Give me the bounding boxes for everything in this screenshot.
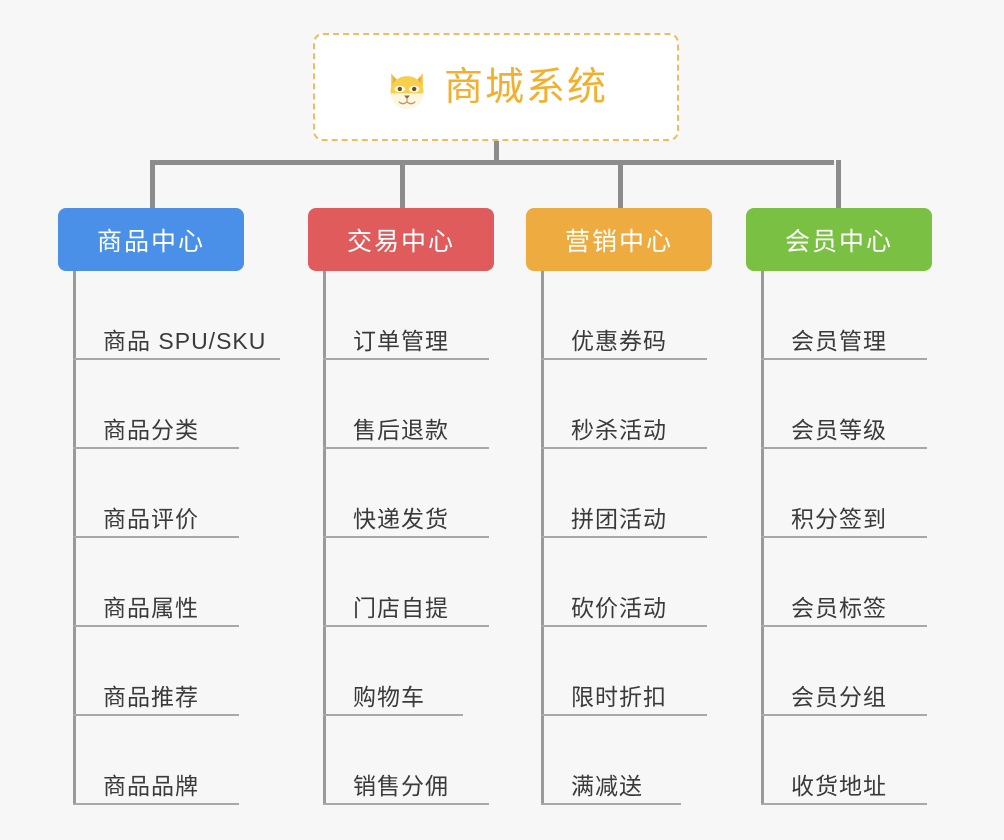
leaf-item[interactable]: 收货地址 [746, 716, 932, 805]
leaf-item-label: 会员标签 [791, 595, 887, 621]
leaf-underline [541, 358, 707, 360]
leaf-underline [73, 625, 239, 627]
root-node[interactable]: 商城系统 [313, 33, 679, 141]
item-list-2: 优惠券码秒杀活动拼团活动砍价活动限时折扣满减送 [526, 271, 712, 805]
item-list-3: 会员管理会员等级积分签到会员标签会员分组收货地址 [746, 271, 932, 805]
connector-drop-1 [400, 160, 405, 210]
leaf-underline [73, 536, 239, 538]
leaf-item[interactable]: 商品品牌 [58, 716, 244, 805]
column-spine-1 [323, 271, 326, 805]
leaf-item-label: 会员管理 [791, 328, 887, 354]
leaf-item-label: 订单管理 [353, 328, 449, 354]
leaf-underline [323, 447, 489, 449]
leaf-item-label: 售后退款 [353, 417, 449, 443]
leaf-underline [323, 625, 489, 627]
leaf-item-label: 积分签到 [791, 506, 887, 532]
leaf-item[interactable]: 会员分组 [746, 627, 932, 716]
leaf-underline [323, 358, 489, 360]
leaf-underline [73, 358, 280, 360]
leaf-item-label: 拼团活动 [571, 506, 667, 532]
column-spine-2 [541, 271, 544, 805]
leaf-item[interactable]: 售后退款 [308, 360, 494, 449]
column-3: 会员中心会员管理会员等级积分签到会员标签会员分组收货地址 [746, 208, 932, 805]
leaf-item[interactable]: 满减送 [526, 716, 712, 805]
leaf-item-label: 商品分类 [103, 417, 199, 443]
leaf-item[interactable]: 快递发货 [308, 449, 494, 538]
leaf-item-label: 收货地址 [791, 773, 887, 799]
leaf-item[interactable]: 订单管理 [308, 271, 494, 360]
leaf-item-label: 快递发货 [353, 506, 449, 532]
leaf-item-label: 满减送 [571, 773, 643, 799]
leaf-underline [73, 714, 239, 716]
leaf-item[interactable]: 限时折扣 [526, 627, 712, 716]
leaf-item[interactable]: 商品属性 [58, 538, 244, 627]
leaf-item[interactable]: 积分签到 [746, 449, 932, 538]
connector-root-stem [494, 141, 499, 163]
leaf-item-label: 商品 SPU/SKU [103, 328, 267, 354]
item-list-0: 商品 SPU/SKU 商品分类商品评价商品属性商品推荐商品品牌 [58, 271, 280, 805]
leaf-item[interactable]: 会员管理 [746, 271, 932, 360]
leaf-underline [323, 803, 489, 805]
leaf-underline [761, 803, 927, 805]
leaf-underline [761, 447, 927, 449]
leaf-item[interactable]: 会员标签 [746, 538, 932, 627]
leaf-item-label: 门店自提 [353, 595, 449, 621]
leaf-underline [761, 625, 927, 627]
leaf-underline [323, 536, 489, 538]
leaf-item-label: 会员等级 [791, 417, 887, 443]
connector-drop-0 [150, 160, 155, 210]
column-1: 交易中心订单管理售后退款快递发货门店自提购物车销售分佣 [308, 208, 494, 805]
leaf-item-label: 优惠券码 [571, 328, 667, 354]
leaf-item[interactable]: 会员等级 [746, 360, 932, 449]
leaf-item[interactable]: 秒杀活动 [526, 360, 712, 449]
leaf-underline [761, 536, 927, 538]
category-header-3[interactable]: 会员中心 [746, 208, 932, 271]
category-header-2[interactable]: 营销中心 [526, 208, 712, 271]
column-spine-0 [73, 271, 76, 805]
leaf-underline [73, 803, 239, 805]
leaf-item-label: 会员分组 [791, 684, 887, 710]
leaf-item-label: 限时折扣 [571, 684, 667, 710]
leaf-item-label: 砍价活动 [571, 595, 667, 621]
leaf-item[interactable]: 商品 SPU/SKU [58, 271, 280, 360]
leaf-item-label: 购物车 [353, 684, 425, 710]
leaf-item[interactable]: 门店自提 [308, 538, 494, 627]
connector-drop-3 [836, 160, 841, 210]
leaf-item[interactable]: 拼团活动 [526, 449, 712, 538]
leaf-underline [541, 625, 707, 627]
category-header-1[interactable]: 交易中心 [308, 208, 494, 271]
leaf-item[interactable]: 销售分佣 [308, 716, 494, 805]
leaf-item[interactable]: 购物车 [308, 627, 494, 716]
leaf-item-label: 销售分佣 [353, 773, 449, 799]
connector-drop-2 [618, 160, 623, 210]
leaf-item-label: 商品评价 [103, 506, 199, 532]
leaf-item[interactable]: 商品推荐 [58, 627, 244, 716]
leaf-item-label: 商品品牌 [103, 773, 199, 799]
leaf-underline [73, 447, 239, 449]
leaf-underline [541, 714, 707, 716]
leaf-item-label: 秒杀活动 [571, 417, 667, 443]
leaf-item-label: 商品属性 [103, 595, 199, 621]
leaf-underline [541, 536, 707, 538]
column-spine-3 [761, 271, 764, 805]
item-list-1: 订单管理售后退款快递发货门店自提购物车销售分佣 [308, 271, 494, 805]
connector-horizontal-bus [150, 160, 834, 165]
leaf-underline [323, 714, 463, 716]
leaf-item[interactable]: 优惠券码 [526, 271, 712, 360]
leaf-underline [761, 358, 927, 360]
leaf-item[interactable]: 商品分类 [58, 360, 244, 449]
leaf-item[interactable]: 砍价活动 [526, 538, 712, 627]
column-0: 商品中心商品 SPU/SKU 商品分类商品评价商品属性商品推荐商品品牌 [58, 208, 280, 805]
root-title: 商城系统 [443, 65, 608, 109]
category-header-0[interactable]: 商品中心 [58, 208, 244, 271]
leaf-item-label: 商品推荐 [103, 684, 199, 710]
leaf-underline [541, 803, 681, 805]
shiba-dog-face-icon [384, 66, 430, 112]
leaf-underline [541, 447, 707, 449]
leaf-underline [761, 714, 927, 716]
column-2: 营销中心优惠券码秒杀活动拼团活动砍价活动限时折扣满减送 [526, 208, 712, 805]
leaf-item[interactable]: 商品评价 [58, 449, 244, 538]
